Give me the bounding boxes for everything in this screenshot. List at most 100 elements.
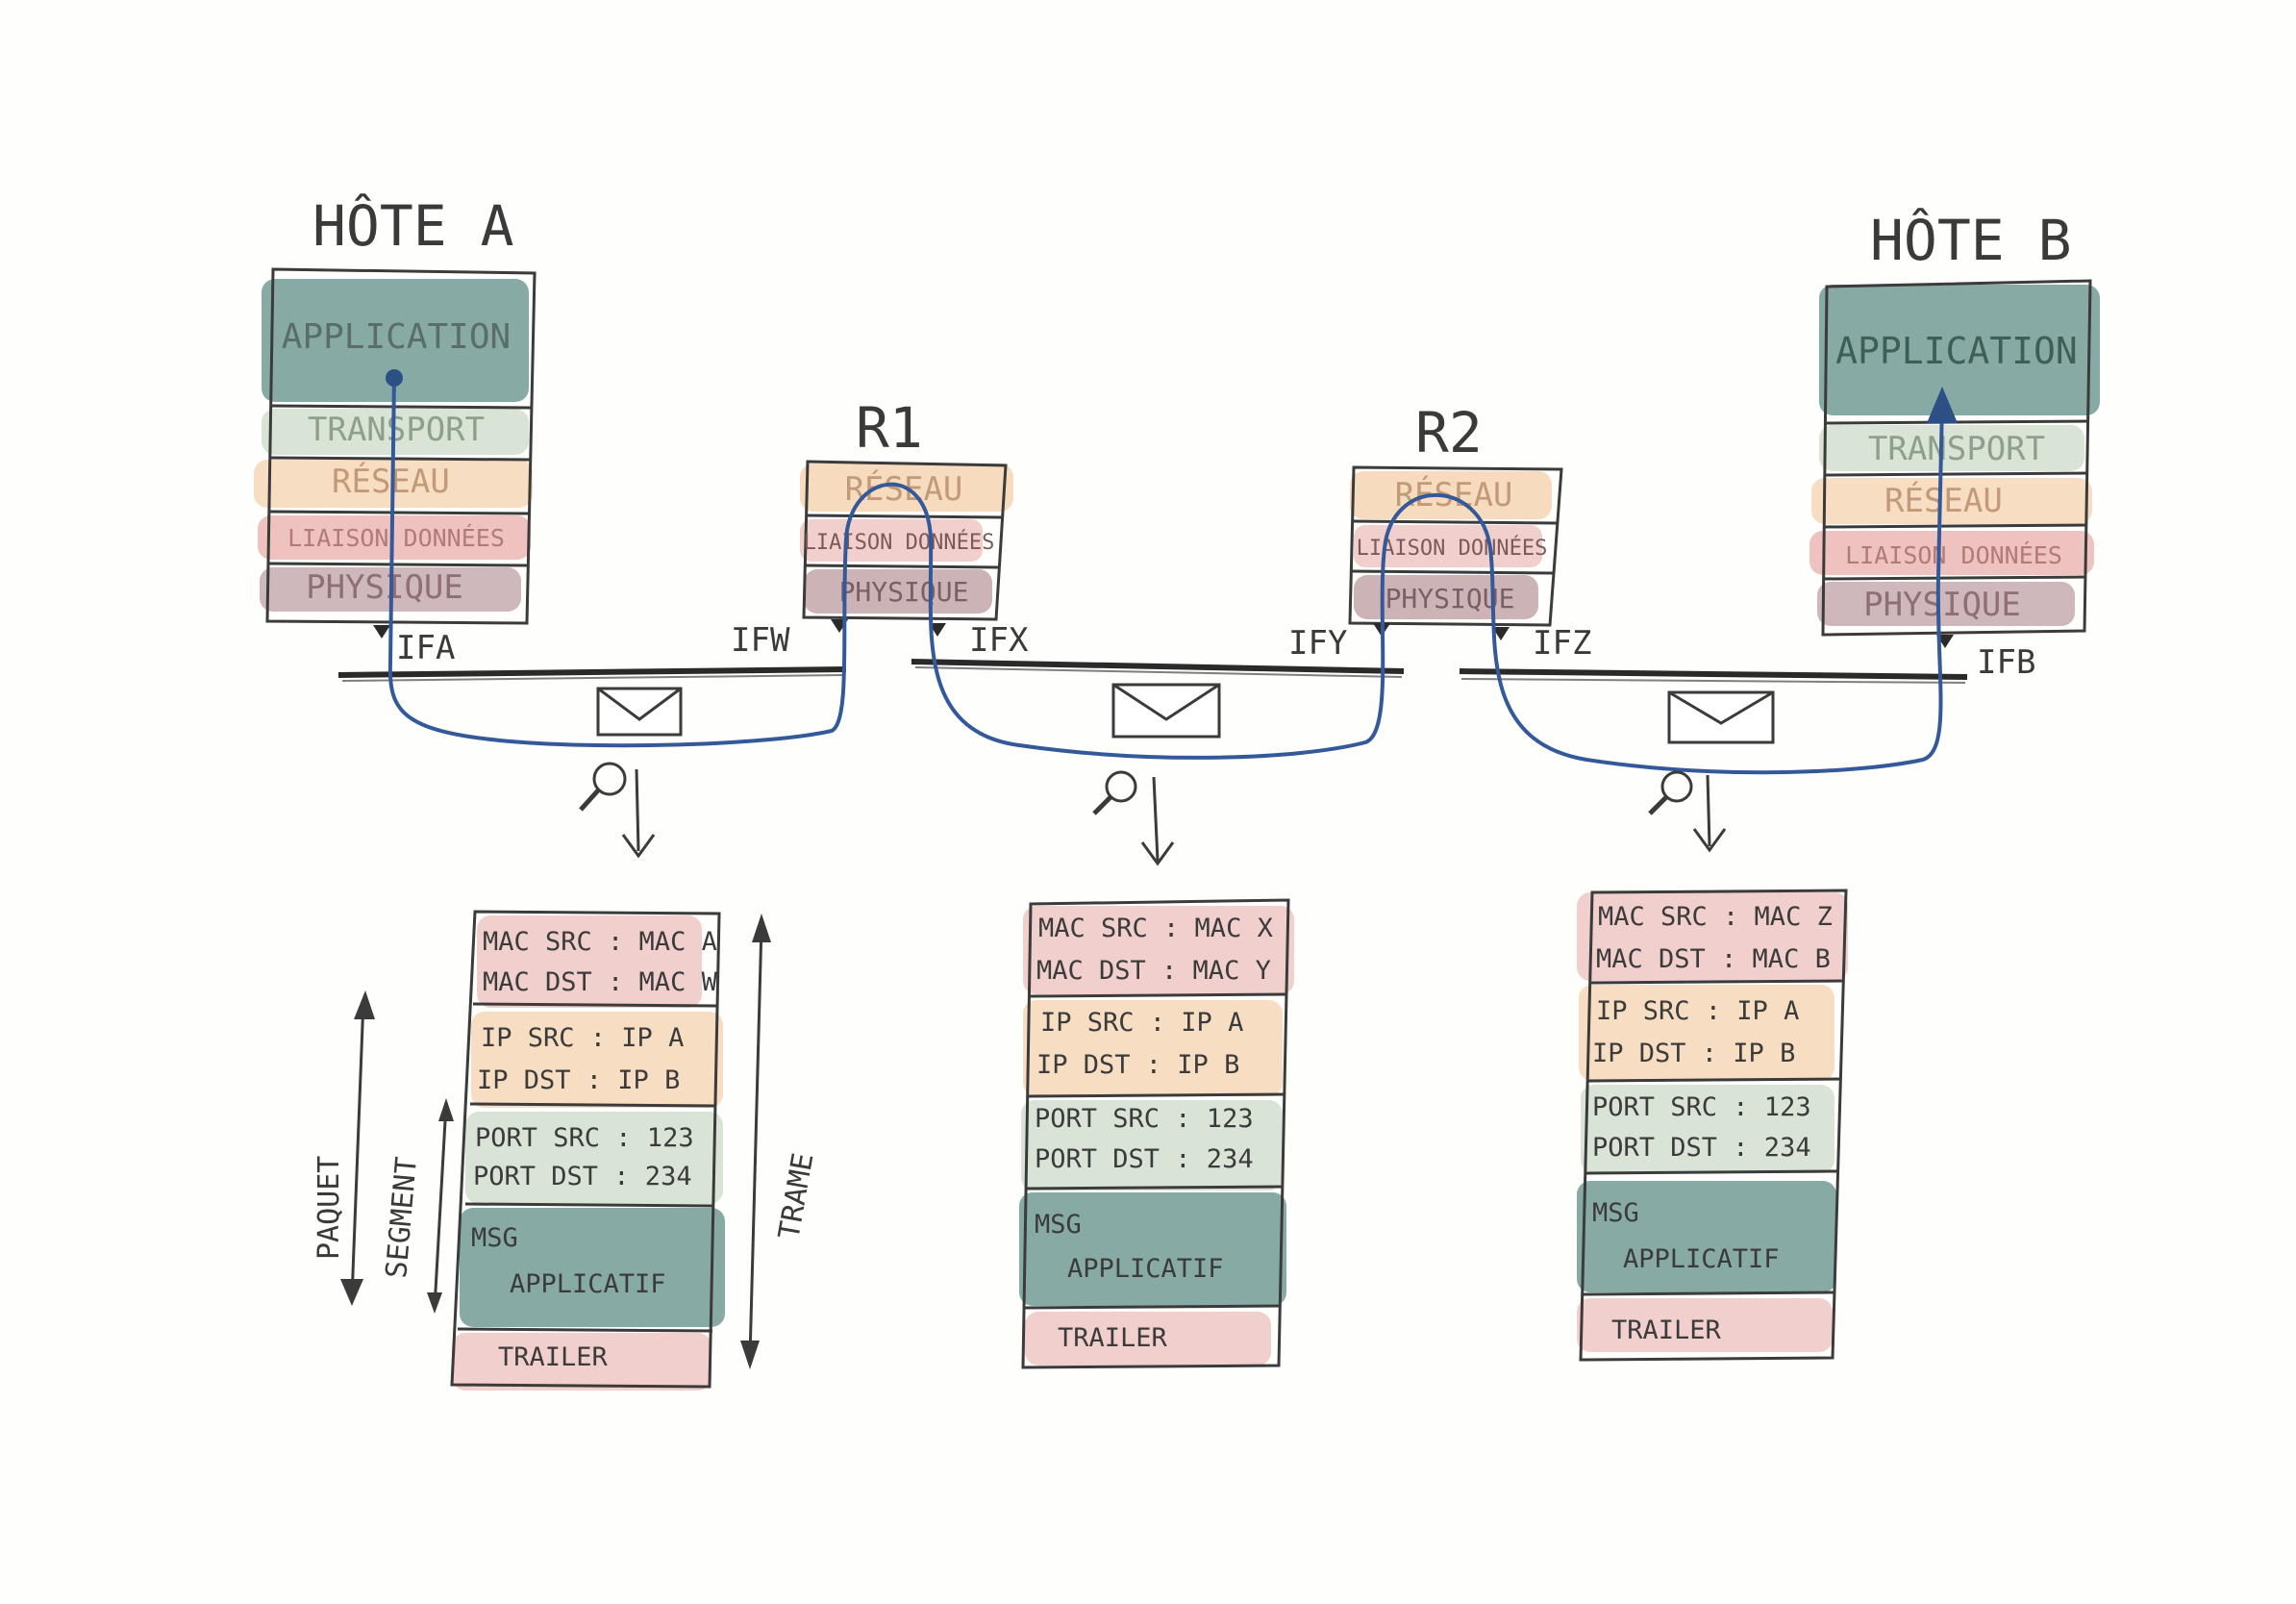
- packet-2-ip-fill: [1023, 1000, 1283, 1096]
- packet-3-frame: [1579, 889, 1848, 1362]
- packet-1-ip-src: IP SRC : IP A: [481, 1023, 684, 1053]
- r2-reseau-fill: [1350, 471, 1552, 519]
- packet-1-mac-fill: [477, 915, 702, 1008]
- envelope-icon: [1111, 683, 1221, 739]
- interface-ifa-label: IFA: [396, 629, 455, 667]
- packet-3-trailer: TRAILER: [1611, 1316, 1722, 1345]
- ifz-marker: [1492, 627, 1510, 640]
- arrow-down-icon: [1140, 776, 1175, 866]
- host-b-divider: [1823, 523, 2087, 529]
- magnifier-icon: [1092, 770, 1137, 815]
- interface-ifz-label: IFZ: [1533, 624, 1591, 663]
- router-r1-stack: RÉSEAU LIAISON DONNÉES PHYSIQUE: [800, 460, 1013, 621]
- host-b-layer-reseau: RÉSEAU: [1884, 481, 2003, 520]
- interface-ify-label: IFY: [1288, 624, 1347, 663]
- magnifier-icon: [1648, 770, 1693, 815]
- host-b-stack: APPLICATION TRANSPORT RÉSEAU LIAISON DON…: [1809, 279, 2100, 637]
- packet-2-port-src: PORT SRC : 123: [1035, 1104, 1254, 1134]
- packet-1-divider: [457, 1327, 713, 1333]
- paquet-label: PAQUET: [312, 1156, 346, 1260]
- packet-3-msg-fill: [1577, 1181, 1836, 1292]
- magnifier-icon: [579, 762, 627, 812]
- packet-1-divider: [469, 1102, 716, 1108]
- packet-frame-2: MAC SRC : MAC X MAC DST : MAC Y IP SRC :…: [1019, 898, 1294, 1369]
- data-path-line: [387, 373, 1944, 775]
- packet-3-port-src: PORT SRC : 123: [1592, 1092, 1811, 1122]
- arrow-down-icon: [1692, 774, 1727, 853]
- host-a-liaison-fill: [258, 515, 531, 560]
- packet-2-ip-dst: IP DST : IP B: [1036, 1050, 1239, 1080]
- packet-2-divider: [1024, 1304, 1282, 1310]
- host-b-divider: [1823, 575, 2086, 581]
- packet-3-divider: [1589, 979, 1845, 985]
- host-b-layer-application: APPLICATION: [1835, 330, 2078, 372]
- host-b-application-fill: [1819, 285, 2100, 415]
- host-b-transport-fill: [1819, 425, 2084, 471]
- host-b-layer-physique: PHYSIQUE: [1863, 586, 2021, 624]
- packet-frame-3: MAC SRC : MAC Z MAC DST : MAC B IP SRC :…: [1577, 889, 1848, 1362]
- arrow-down-icon: [427, 1292, 442, 1314]
- packet-2-mac-src: MAC SRC : MAC X: [1038, 914, 1273, 943]
- trame-bracket: TRAME: [740, 914, 821, 1369]
- interface-ifx-label: IFX: [969, 621, 1029, 660]
- packet-3-applicatif: APPLICATIF: [1623, 1244, 1780, 1274]
- arrow-up-icon: [354, 990, 375, 1019]
- packet-2-msg-fill: [1019, 1192, 1286, 1306]
- packet-2-mac-fill: [1023, 906, 1294, 994]
- host-a-divider: [269, 456, 531, 462]
- host-a-divider: [268, 510, 530, 515]
- r2-layer-reseau: RÉSEAU: [1395, 475, 1513, 514]
- r2-layer-physique: PHYSIQUE: [1385, 583, 1515, 614]
- host-b-liaison-fill: [1809, 531, 2094, 575]
- host-b-divider: [1824, 471, 2088, 477]
- packet-3-port-fill: [1581, 1085, 1834, 1173]
- r1-divider: [804, 564, 1000, 569]
- packet-2-trailer: TRAILER: [1058, 1323, 1168, 1353]
- packet-3-mac-dst: MAC DST : MAC B: [1596, 944, 1831, 974]
- arrow-down-icon: [621, 768, 656, 859]
- packet-3-port-dst: PORT DST : 234: [1592, 1133, 1811, 1163]
- packet-2-applicatif: APPLICATIF: [1067, 1254, 1224, 1284]
- data-path-origin-dot: [386, 369, 403, 387]
- host-b-frame: [1821, 279, 2092, 637]
- packet-1-mac-src: MAC SRC : MAC A: [483, 927, 717, 957]
- packet-1-trailer: TRAILER: [498, 1342, 609, 1372]
- r1-layer-physique: PHYSIQUE: [839, 576, 969, 608]
- router-r1-title: R1: [856, 395, 923, 461]
- packet-1-divider: [464, 1202, 715, 1208]
- packet-3-divider: [1585, 1169, 1839, 1175]
- host-a-stack: APPLICATION TRANSPORT RÉSEAU LIAISON DON…: [254, 267, 537, 625]
- packet-1-mac-dst: MAC DST : MAC W: [483, 967, 718, 997]
- link-a-r1-shade: [341, 674, 845, 682]
- packet-frame-1: MAC SRC : MAC A MAC DST : MAC W IP SRC :…: [450, 910, 725, 1391]
- host-b-physique-fill: [1817, 582, 2075, 626]
- host-a-divider: [267, 562, 529, 567]
- trame-label: TRAME: [772, 1150, 820, 1241]
- r1-layer-liaison: LIAISON DONNÉES: [804, 530, 995, 555]
- packet-2-trailer-fill: [1025, 1312, 1271, 1366]
- packet-1-port-fill: [465, 1112, 723, 1204]
- packet-2-msg: MSG: [1035, 1210, 1082, 1240]
- router-r2-title: R2: [1415, 400, 1483, 465]
- packet-3-ip-src: IP SRC : IP A: [1596, 996, 1799, 1026]
- probe-group: [1092, 683, 1221, 866]
- host-a-layer-transport: TRANSPORT: [308, 411, 485, 449]
- interface-ifw-label: IFW: [731, 621, 790, 660]
- host-a-layer-liaison: LIAISON DONNÉES: [287, 524, 505, 552]
- packet-1-msg-fill: [460, 1208, 725, 1327]
- link-r1-r2: [911, 659, 1405, 674]
- packet-1-applicatif: APPLICATIF: [510, 1269, 666, 1299]
- interface-ifb-label: IFB: [1977, 643, 2035, 682]
- host-b-title: HÔTE B: [1870, 207, 2072, 273]
- envelope-icon: [596, 687, 683, 737]
- packet-3-mac-src: MAC SRC : MAC Z: [1598, 902, 1833, 932]
- packet-3-msg: MSG: [1592, 1198, 1639, 1228]
- link-r1-r2-shade: [914, 666, 1403, 678]
- probe-group: [579, 687, 683, 859]
- packet-3-divider: [1583, 1291, 1836, 1296]
- link-r2-b-shade: [1460, 678, 1966, 684]
- packet-1-trailer-fill: [452, 1333, 711, 1391]
- host-a-title: HÔTE A: [312, 192, 514, 259]
